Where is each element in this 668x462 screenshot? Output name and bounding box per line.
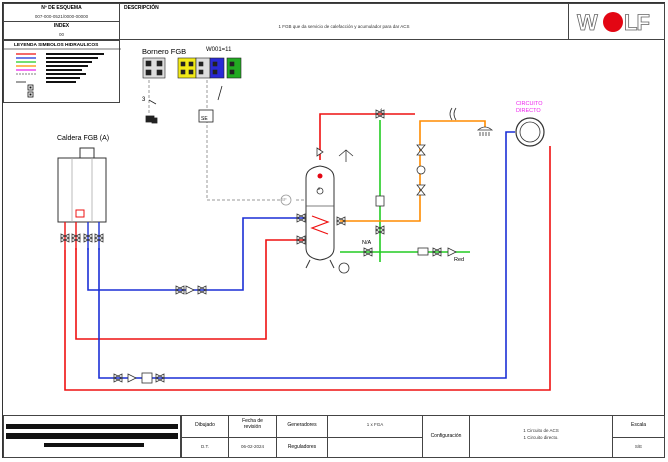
boiler-valves	[60, 233, 104, 243]
configuration-label-box: Configuración	[422, 415, 470, 458]
generators-label: Generadores	[287, 422, 317, 428]
generators-value-box: 1 x FGA	[327, 415, 423, 458]
air-vent-icon	[338, 149, 354, 162]
generators-box: Generadores Reguladores	[276, 415, 328, 458]
description-box: DESCRIPCIÓN 1 FGB que da servicio de cal…	[119, 3, 569, 40]
sensor-2-label: 2	[318, 186, 321, 191]
revision-date: 06-02-2024	[240, 444, 265, 449]
valves	[113, 109, 457, 384]
drawn-value: D.T.	[200, 444, 209, 449]
revision-box: Fecha de revisión 06-02-2024	[228, 415, 277, 458]
sensor-3-label: 3	[142, 97, 146, 103]
redacted-company-line	[6, 424, 178, 429]
terminal-block	[142, 57, 242, 79]
sensor-pump-symbol	[145, 85, 223, 124]
pipe-break-icon	[449, 107, 457, 121]
configuration-line2: 1 Circuito directo.	[523, 435, 559, 440]
boiler	[57, 147, 107, 250]
shower-icon	[476, 126, 494, 136]
valve-na-label: N/A	[362, 240, 372, 246]
sensor-se-label: SE	[201, 116, 208, 122]
hot-water-lines	[340, 120, 486, 222]
revision-label-line1: Fecha de	[242, 418, 263, 424]
wolf-logo: W LF	[577, 10, 651, 36]
svg-text:LF: LF	[624, 10, 649, 35]
network-red-label: Red	[454, 257, 465, 263]
terminal-block-label: Bornero FGB	[142, 47, 187, 56]
drawn-box: Dibujado D.T.	[181, 415, 229, 458]
circuit-label-line2: DIRECTO	[516, 108, 541, 114]
sensor-sf-label: SF	[281, 197, 287, 202]
scheme-number: 007-000-0521/0000-00000	[34, 14, 89, 19]
index-label: INDEX	[53, 23, 70, 29]
boiler-label: Caldera FGB (A)	[57, 135, 110, 142]
return-lines	[87, 131, 515, 379]
description-label: DESCRIPCIÓN	[124, 5, 159, 11]
terminal-code: W001=11	[206, 47, 232, 53]
legend-symbols	[4, 48, 121, 98]
redacted-contact-line	[44, 443, 144, 447]
legend-label: LEYENDA SIMBOLOS HIDRAULICOS	[14, 43, 99, 48]
regulators-label: Reguladores	[287, 444, 317, 450]
description-text: 1 FGB que da servicio de calefacción y a…	[278, 24, 410, 29]
redacted-address-line	[6, 433, 178, 439]
index-box: INDEX 00	[3, 21, 120, 40]
scale-label: Escala	[630, 422, 646, 428]
dhw-storage-tank	[305, 165, 335, 269]
direct-circuit-symbol	[515, 117, 545, 147]
configuration-line1: 1 Circuito de ACS	[523, 428, 559, 433]
company-info-box	[3, 415, 181, 458]
sensor-wiring	[148, 80, 306, 201]
legend-box: LEYENDA SIMBOLOS HIDRAULICOS	[3, 40, 121, 103]
svg-text:W: W	[577, 10, 598, 35]
scale-value: S/E	[634, 444, 643, 449]
scheme-number-label: Nº DE ESQUEMA	[41, 5, 82, 11]
index-value: 00	[58, 32, 64, 37]
scale-box: Escala S/E	[612, 415, 665, 458]
generators-value: 1 x FGA	[366, 422, 384, 427]
circuit-label-line1: CIRCUITO	[516, 101, 543, 107]
cold-water-lines	[340, 120, 470, 262]
drawn-label: Dibujado	[195, 422, 215, 428]
revision-label-line2: revisión	[243, 424, 262, 430]
sensor-4-label: 4	[380, 107, 383, 112]
configuration-value-box: 1 Circuito de ACS 1 Circuito directo.	[469, 415, 613, 458]
logo-box: W LF	[568, 3, 665, 40]
configuration-label: Configuración	[430, 433, 462, 439]
